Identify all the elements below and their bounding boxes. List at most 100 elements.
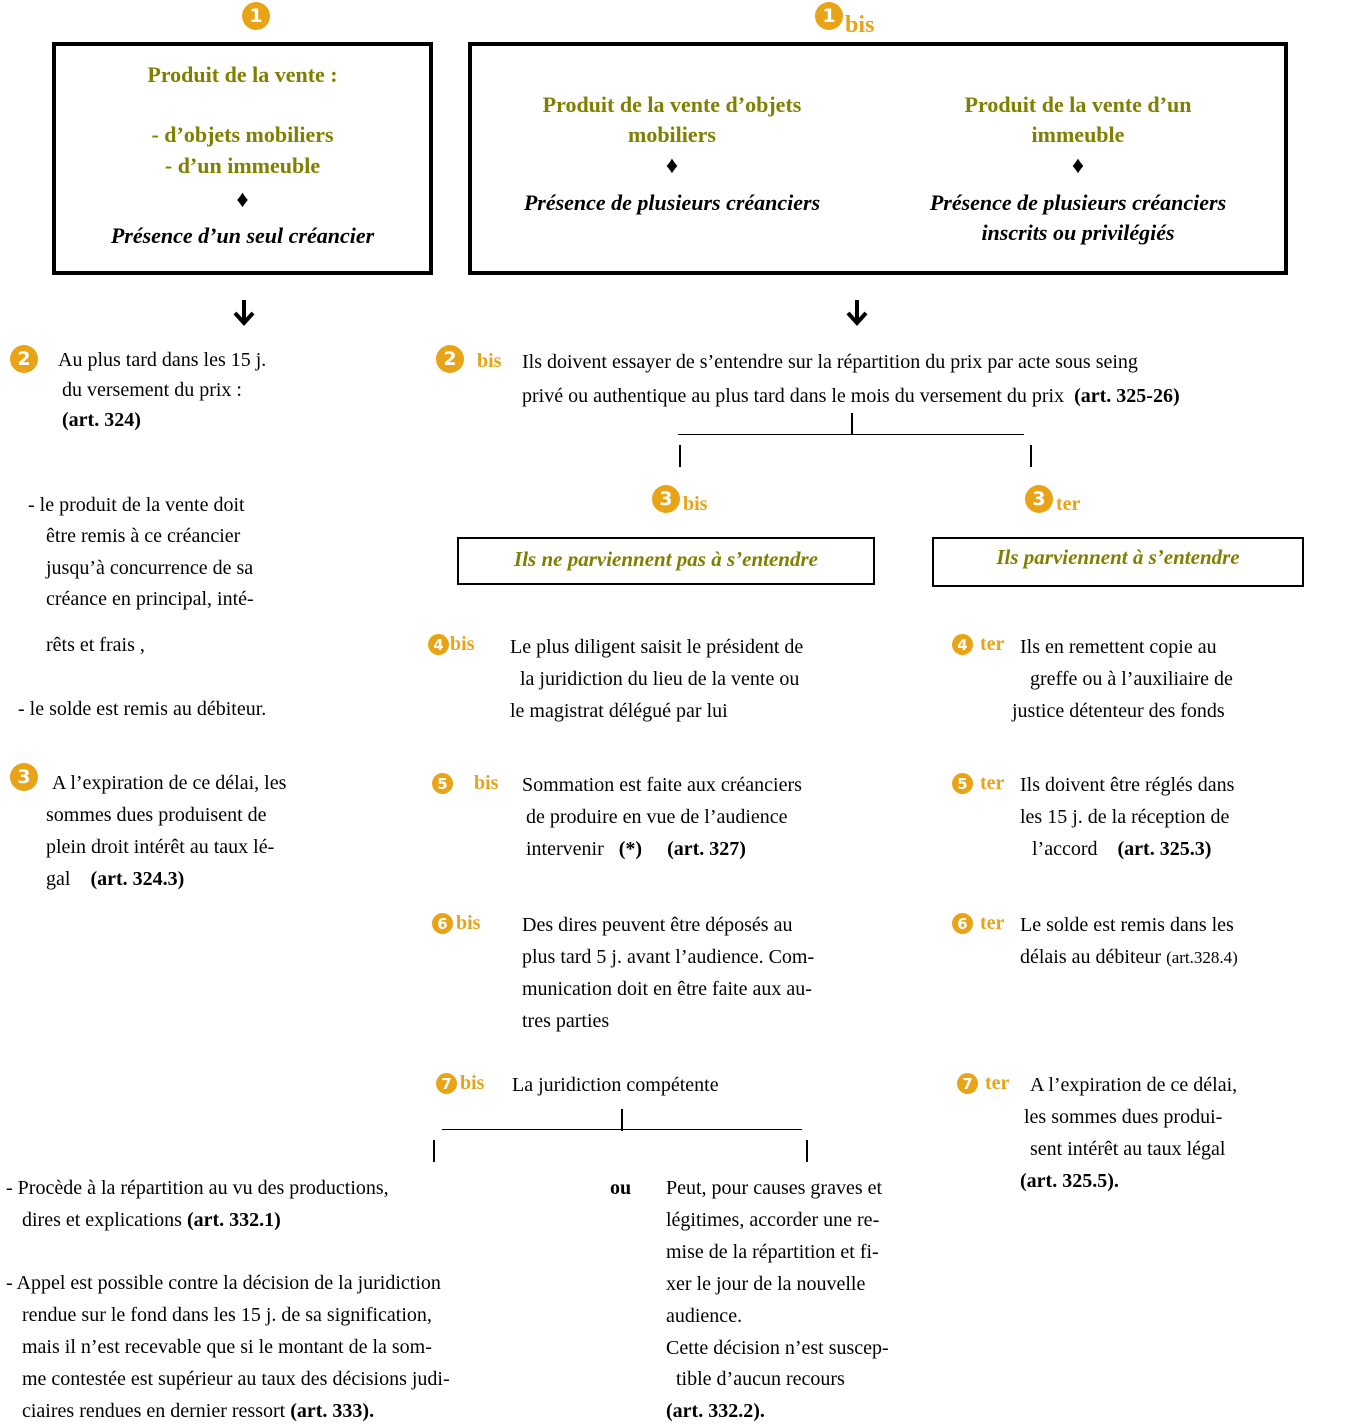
step3-line4: gal (art. 324.3) bbox=[46, 868, 185, 890]
step-3ter-suffix: ter bbox=[1056, 493, 1081, 515]
step2-bullet1-line5: rêts et frais , bbox=[46, 634, 145, 656]
step7bis-line1: La juridiction compétente bbox=[512, 1074, 719, 1096]
box1bis-right-condition-2: inscrits ou privilégiés bbox=[981, 220, 1175, 245]
step5ter-line3: l’accord (art. 325.3) bbox=[1032, 838, 1212, 860]
step-3-marker: 3 bbox=[10, 763, 38, 791]
or-label: ou bbox=[610, 1177, 632, 1199]
box-agreement-label: Ils parviennent à s’entendre bbox=[996, 545, 1240, 569]
box-multiple-creditors: Produit de la vente d’objets mobiliers ♦… bbox=[468, 42, 1288, 275]
outcome-b-line3: mise de la répartition et fi- bbox=[666, 1241, 879, 1263]
step2-line1: Au plus tard dans les 15 j. bbox=[58, 349, 267, 371]
step3-ref: (art. 324.3) bbox=[90, 868, 185, 890]
split-connector bbox=[679, 445, 681, 467]
step3-line1: A l’expiration de ce délai, les bbox=[52, 772, 287, 794]
step2-bullet1-line3: jusqu’à concurrence de sa bbox=[46, 557, 254, 579]
box-agreement: Ils parviennent à s’entendre bbox=[932, 537, 1304, 587]
outcome-b-line4: xer le jour de la nouvelle bbox=[666, 1273, 866, 1295]
step4bis-line1: Le plus diligent saisit le président de bbox=[510, 636, 804, 658]
diamond-icon: ♦ bbox=[236, 187, 249, 213]
split-connector bbox=[1030, 445, 1032, 467]
step-4ter-marker: 4 bbox=[952, 634, 973, 655]
outcome-a-ref: (art. 332.1) bbox=[186, 1209, 281, 1231]
step5bis-ref: (art. 327) bbox=[667, 838, 746, 860]
step-6bis-suffix: bis bbox=[456, 912, 481, 934]
split-connector bbox=[433, 1140, 435, 1162]
outcome-c-line3: mais il n’est recevable que si le montan… bbox=[22, 1336, 432, 1358]
step-2-marker: 2 bbox=[10, 345, 38, 373]
box1-title: Produit de la vente : bbox=[147, 62, 338, 87]
down-arrow-icon bbox=[846, 300, 868, 326]
outcome-b-line6: Cette décision n’est suscep- bbox=[666, 1337, 889, 1359]
step-3bis-suffix: bis bbox=[683, 493, 708, 515]
step-5ter-suffix: ter bbox=[980, 772, 1005, 794]
step6bis-line1: Des dires peuvent être déposés au bbox=[522, 914, 793, 936]
step-7bis-suffix: bis bbox=[460, 1072, 485, 1094]
step2-ref: (art. 324) bbox=[62, 409, 141, 431]
step2-bullet1-line2: être remis à ce créancier bbox=[46, 525, 241, 547]
box-no-agreement-label: Ils ne parviennent pas à s’entendre bbox=[514, 547, 818, 571]
box1-condition: Présence d’un seul créancier bbox=[110, 223, 375, 248]
box-no-agreement: Ils ne parviennent pas à s’entendre bbox=[457, 537, 875, 585]
step2-bullet2: - le solde est remis au débiteur. bbox=[18, 698, 267, 720]
step-4ter-suffix: ter bbox=[980, 633, 1005, 655]
box1-item-2: - d’un immeuble bbox=[164, 153, 321, 178]
step-2bis-marker: 2 bbox=[436, 345, 464, 373]
step6ter-ref: (art.328.4) bbox=[1166, 948, 1238, 967]
split-connector bbox=[806, 1140, 808, 1162]
step7ter-line2: les sommes dues produi- bbox=[1024, 1106, 1223, 1128]
outcome-a-line1: - Procède à la répartition au vu des pro… bbox=[6, 1177, 389, 1199]
outcome-c-ref: (art. 333). bbox=[290, 1400, 375, 1422]
step4bis-line2: la juridiction du lieu de la vente ou bbox=[520, 668, 800, 690]
step2bis-line2: privé ou authentique au plus tard dans l… bbox=[522, 385, 1180, 407]
step-3bis-marker: 3 bbox=[652, 485, 680, 513]
outcome-c-line5: ciaires rendues en dernier ressort (art.… bbox=[22, 1400, 375, 1422]
step7ter-line1: A l’expiration de ce délai, bbox=[1030, 1074, 1238, 1096]
step-6bis-marker: 6 bbox=[432, 913, 453, 934]
step6bis-line3: munication doit en être faite aux au- bbox=[522, 978, 812, 1000]
step6bis-line4: tres parties bbox=[522, 1010, 610, 1032]
step-6ter-marker: 6 bbox=[952, 913, 973, 934]
step5bis-line1: Sommation est faite aux créanciers bbox=[522, 774, 802, 796]
step-5bis-marker: 5 bbox=[432, 773, 453, 794]
diamond-icon: ♦ bbox=[665, 153, 679, 179]
step4bis-line3: le magistrat délégué par lui bbox=[510, 700, 728, 722]
step-7ter-marker: 7 bbox=[957, 1073, 978, 1094]
step-4bis-marker: 4 bbox=[428, 634, 449, 655]
outcome-b-line1: Peut, pour causes graves et bbox=[666, 1177, 883, 1199]
step-3ter-marker: 3 bbox=[1025, 485, 1053, 513]
step2-bullet1-line1: - le produit de la vente doit bbox=[28, 494, 245, 516]
step-4bis-suffix: bis bbox=[450, 633, 475, 655]
step2bis-ref: (art. 325-26) bbox=[1074, 385, 1180, 407]
split-connector bbox=[621, 1109, 623, 1131]
outcome-b-line7: tible d’aucun recours bbox=[676, 1368, 845, 1390]
step-1-marker: 1 bbox=[242, 2, 270, 30]
step6ter-line2: délais au débiteur (art.328.4) bbox=[1020, 946, 1238, 968]
step3-line2: sommes dues produisent de bbox=[46, 804, 267, 826]
step5bis-line3: intervenir (*) (art. 327) bbox=[526, 838, 746, 860]
step4ter-line2: greffe ou à l’auxiliaire de bbox=[1030, 668, 1233, 690]
step-5ter-marker: 5 bbox=[952, 773, 973, 794]
step5bis-line2: de produire en vue de l’audience bbox=[526, 806, 788, 828]
step2-bullet1-line4: créance en principal, inté- bbox=[46, 588, 254, 610]
box1bis-left-title-2: mobiliers bbox=[628, 122, 716, 147]
step5ter-line1: Ils doivent être réglés dans bbox=[1020, 774, 1235, 796]
step2-line2: du versement du prix : bbox=[62, 379, 242, 401]
box-single-creditor: Produit de la vente : - d’objets mobilie… bbox=[52, 42, 433, 275]
step2bis-line1: Ils doivent essayer de s’entendre sur la… bbox=[522, 351, 1138, 373]
down-arrow-icon bbox=[233, 300, 255, 326]
box1-item-1: - d’objets mobiliers bbox=[151, 122, 334, 147]
step7ter-line3: sent intérêt au taux légal bbox=[1030, 1138, 1226, 1160]
step6ter-line1: Le solde est remis dans les bbox=[1020, 914, 1234, 936]
outcome-b-line5: audience. bbox=[666, 1305, 743, 1327]
step-7ter-suffix: ter bbox=[985, 1072, 1010, 1094]
step-1bis-suffix: bis bbox=[845, 12, 875, 38]
box1bis-right-title-2: immeuble bbox=[1031, 122, 1125, 147]
step-5bis-suffix: bis bbox=[474, 772, 499, 794]
outcome-a-line2: dires et explications (art. 332.1) bbox=[22, 1209, 281, 1231]
step-2bis-suffix: bis bbox=[477, 350, 502, 372]
box1bis-left-condition: Présence de plusieurs créanciers bbox=[523, 190, 821, 215]
box1bis-right-title-1: Produit de la vente d’un bbox=[964, 92, 1192, 117]
outcome-b-ref: (art. 332.2). bbox=[666, 1400, 765, 1422]
box1bis-right-condition-1: Présence de plusieurs créanciers bbox=[929, 190, 1227, 215]
step7ter-ref: (art. 325.5). bbox=[1020, 1170, 1119, 1192]
